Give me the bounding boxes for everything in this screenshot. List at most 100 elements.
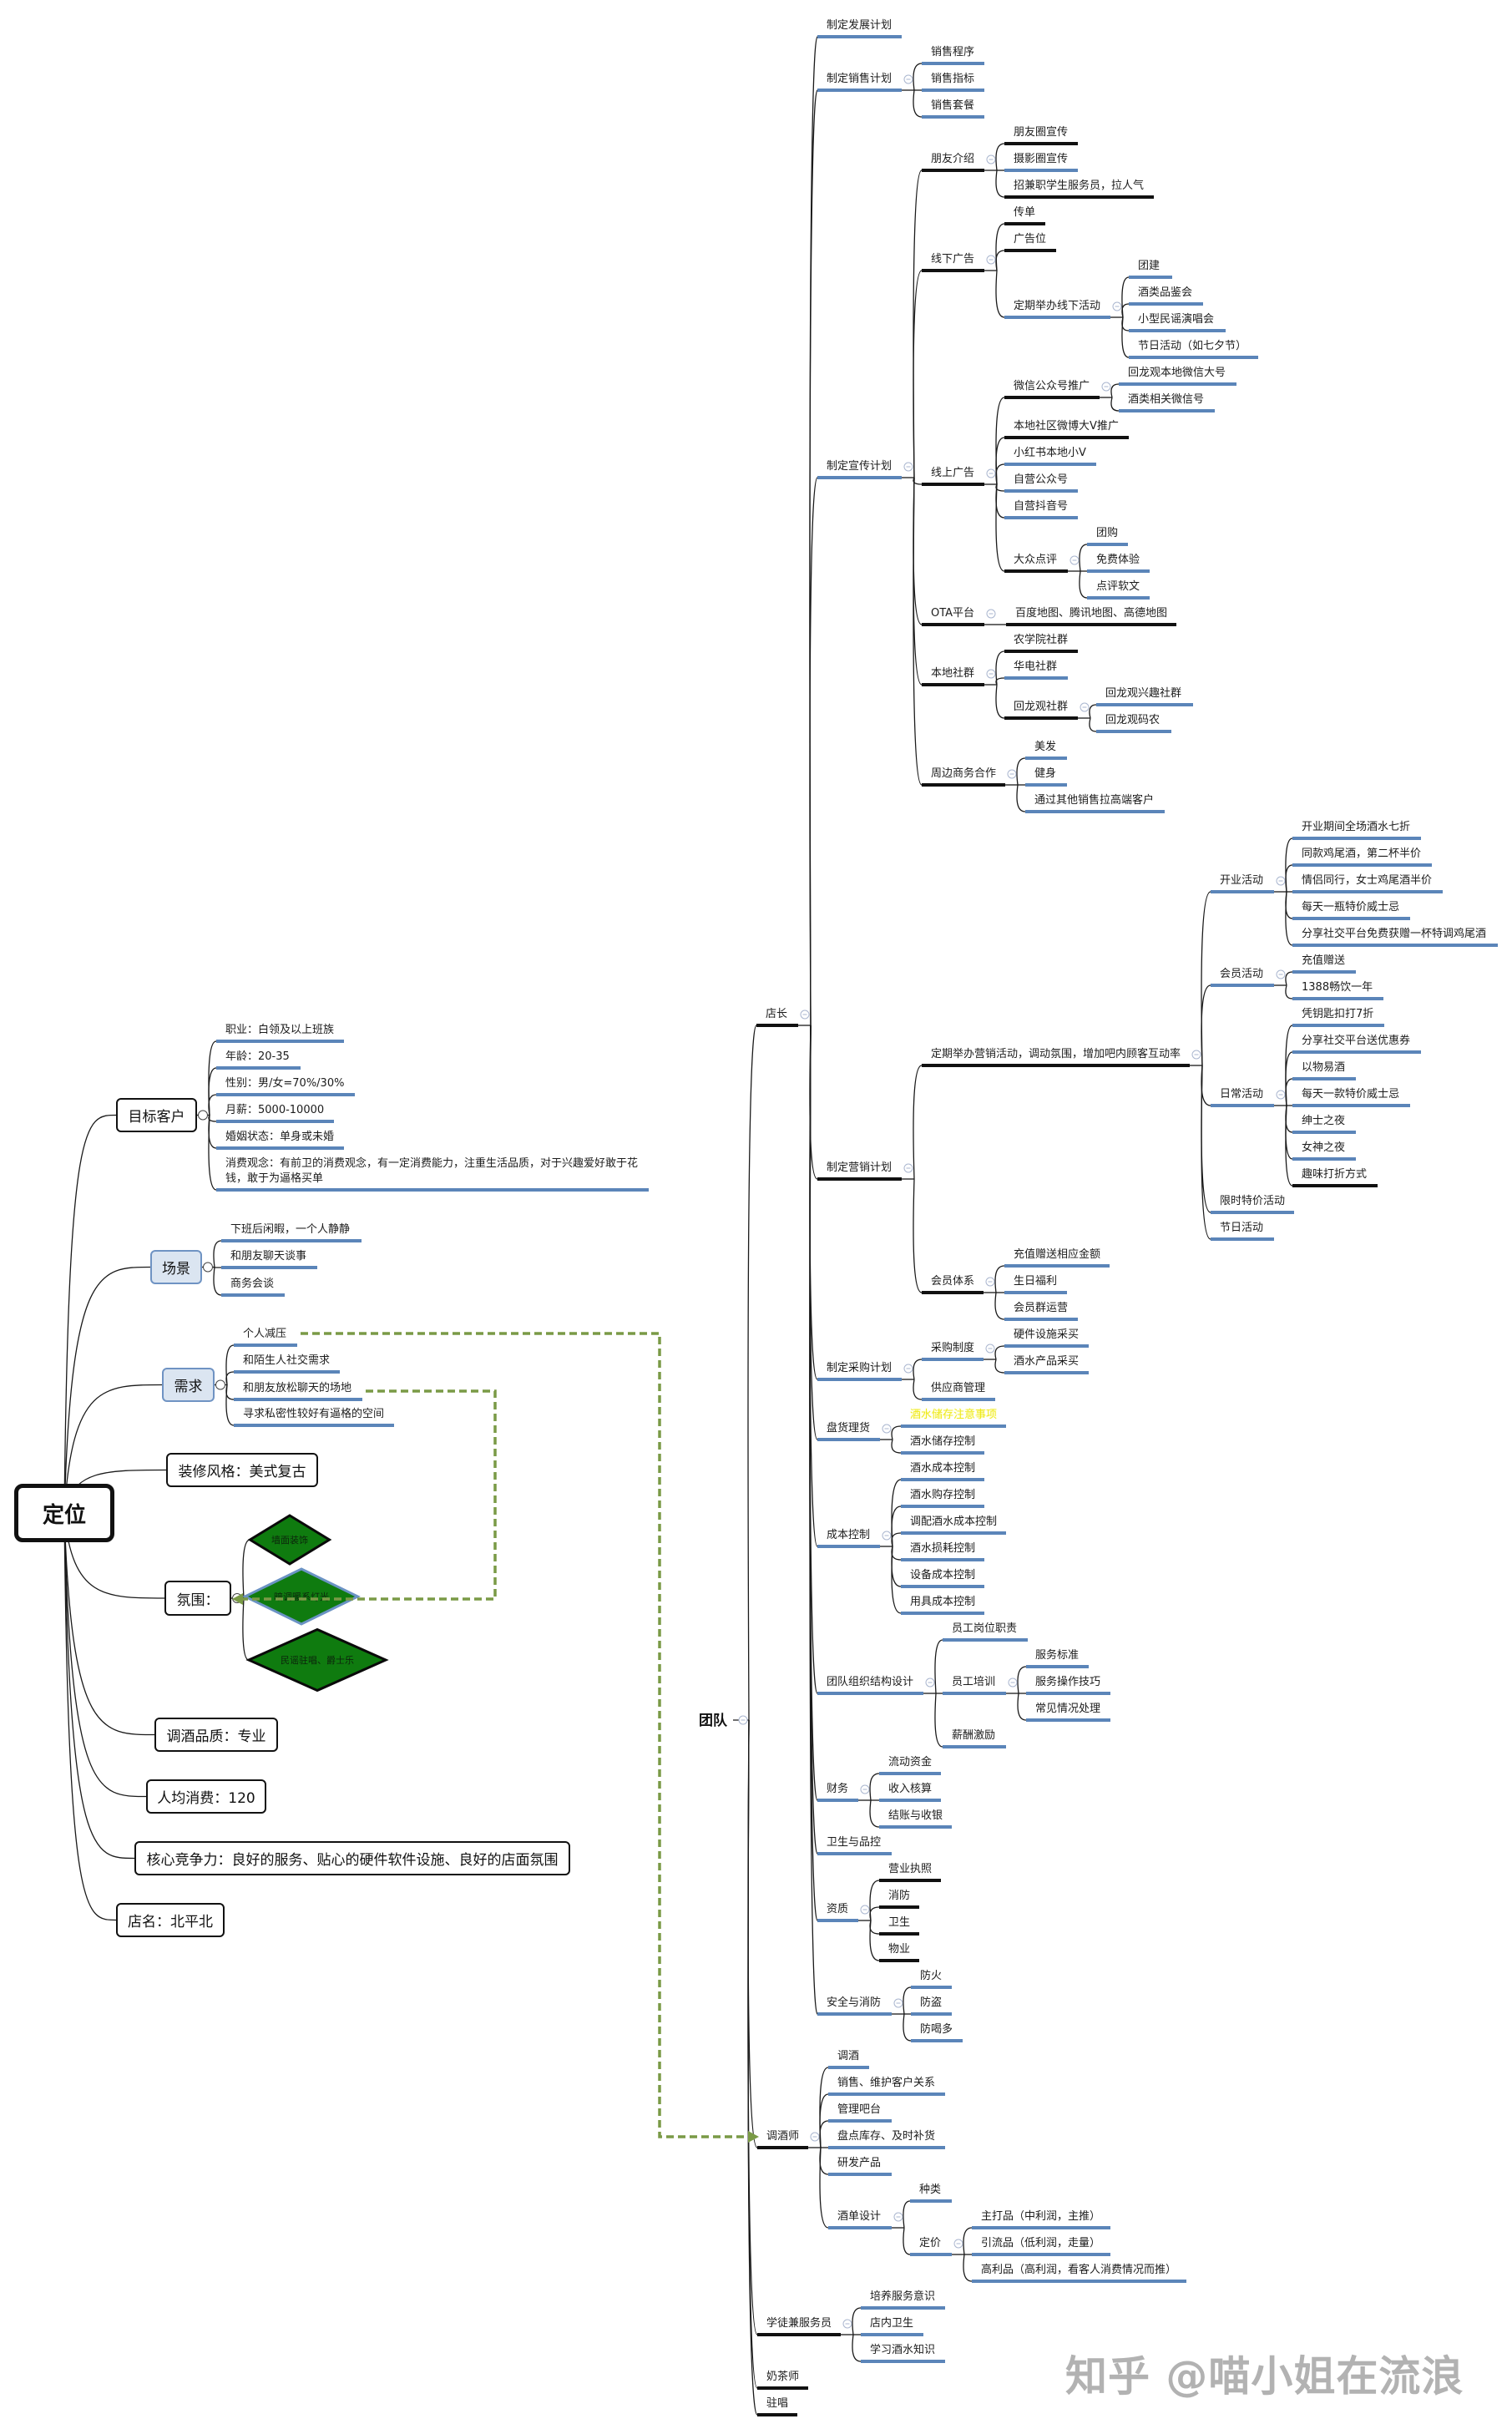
mindmap-topic[interactable]: 回龙观兴趣社群 — [1096, 685, 1193, 706]
collapse-icon[interactable] — [903, 74, 913, 84]
mindmap-topic[interactable]: 酒水损耗控制 — [901, 1540, 984, 1561]
mindmap-topic[interactable]: 员工岗位职责 — [943, 1620, 1028, 1642]
mindmap-topic[interactable]: 团购 — [1087, 524, 1128, 546]
mindmap-topic[interactable]: 免费体验 — [1087, 551, 1150, 573]
mindmap-topic[interactable]: 制定宣传计划 — [817, 458, 902, 479]
mindmap-topic[interactable]: 盘点库存、及时补货 — [828, 2128, 945, 2149]
collapse-icon[interactable] — [1080, 702, 1090, 712]
mindmap-topic[interactable]: 小红书本地小V — [1004, 444, 1096, 466]
collapse-icon-circle[interactable] — [198, 1110, 208, 1121]
mindmap-topic[interactable]: 销售指标 — [922, 70, 984, 92]
mindmap-topic[interactable]: 酒水产品采买 — [1004, 1353, 1089, 1374]
mindmap-topic[interactable]: 节日活动（如七夕节） — [1129, 337, 1258, 359]
mindmap-topic[interactable]: 供应商管理 — [922, 1379, 995, 1401]
mindmap-topic[interactable]: 制定采购计划 — [817, 1359, 902, 1381]
mindmap-topic[interactable]: 本地社区微博大V推广 — [1004, 417, 1129, 439]
mindmap-topic[interactable]: 和朋友聊天谈事 — [221, 1247, 317, 1269]
mindmap-topic[interactable]: 设备成本控制 — [901, 1566, 984, 1588]
collapse-icon[interactable] — [882, 1424, 892, 1434]
mindmap-topic[interactable]: 招兼职学生服务员，拉人气 — [1004, 177, 1154, 199]
mindmap-topic[interactable]: 资质 — [817, 1900, 858, 1922]
mindmap-topic[interactable]: 开业期间全场酒水七折 — [1292, 818, 1421, 840]
collapse-icon[interactable] — [1007, 769, 1017, 779]
mindmap-topic[interactable]: 以物易酒 — [1292, 1059, 1356, 1080]
mindmap-topic[interactable]: 性别：男/女=70%/30% — [216, 1075, 355, 1096]
collapse-icon[interactable] — [203, 1262, 213, 1273]
mindmap-topic[interactable]: 通过其他销售拉高端客户 — [1025, 792, 1165, 813]
mindmap-topic[interactable]: 酒水购存控制 — [901, 1486, 984, 1508]
mindmap-topic[interactable]: 调酒 — [828, 2047, 869, 2069]
mindmap-topic[interactable]: 服务操作技巧 — [1026, 1673, 1110, 1695]
central-topic[interactable]: 定位 — [14, 1484, 114, 1542]
collapse-icon[interactable] — [985, 1277, 995, 1287]
mindmap-topic[interactable]: 节日活动 — [1211, 1219, 1274, 1241]
mindmap-topic[interactable]: 财务 — [817, 1780, 858, 1802]
mindmap-topic[interactable]: 防火 — [911, 1967, 952, 1989]
mindmap-topic[interactable]: 回龙观本地微信大号 — [1119, 364, 1236, 386]
collapse-icon[interactable] — [986, 669, 996, 679]
mindmap-topic[interactable]: 同款鸡尾酒，第二杯半价 — [1292, 845, 1432, 867]
collapse-icon[interactable] — [1070, 555, 1080, 565]
mindmap-topic[interactable]: 防盗 — [911, 1994, 952, 2016]
mindmap-topic[interactable]: 自营公众号 — [1004, 471, 1078, 493]
mindmap-topic[interactable]: 店长 — [756, 1005, 798, 1027]
mindmap-topic[interactable]: 每天一款特价威士忌 — [1292, 1085, 1410, 1107]
mindmap-topic[interactable]: 点评软文 — [1087, 578, 1150, 600]
collapse-icon[interactable] — [810, 2132, 820, 2142]
mindmap-topic[interactable]: 年龄：20-35 — [216, 1048, 301, 1070]
branch-topic[interactable]: 核心竞争力：良好的服务、贴心的硬件软件设施、良好的店面氛围 — [134, 1841, 570, 1875]
mindmap-topic[interactable]: 会员群运营 — [1004, 1299, 1078, 1321]
collapse-icon[interactable] — [893, 1998, 903, 2008]
mindmap-topic[interactable]: 每天一瓶特价威士忌 — [1292, 898, 1410, 920]
mindmap-topic[interactable]: 常见情况处理 — [1026, 1700, 1110, 1722]
mindmap-topic[interactable]: 流动资金 — [879, 1753, 941, 1775]
collapse-icon[interactable] — [1112, 301, 1122, 311]
mindmap-topic[interactable]: 种类 — [910, 2181, 952, 2203]
mindmap-topic[interactable]: 会员活动 — [1211, 965, 1274, 987]
mindmap-topic[interactable]: 朋友圈宣传 — [1004, 124, 1078, 145]
mindmap-topic[interactable]: 本地社群 — [922, 665, 984, 686]
mindmap-topic[interactable]: 卫生与品控 — [817, 1834, 892, 1855]
branch-topic[interactable]: 氛围： — [164, 1581, 231, 1616]
mindmap-topic[interactable]: 收入核算 — [879, 1780, 941, 1802]
mindmap-topic[interactable]: 职业：白领及以上班族 — [216, 1021, 344, 1043]
mindmap-topic[interactable]: 充值赠送相应金额 — [1004, 1246, 1110, 1268]
mindmap-topic[interactable]: 自营抖音号 — [1004, 498, 1078, 519]
collapse-icon[interactable] — [842, 2319, 852, 2329]
mindmap-topic[interactable]: 酒单设计 — [828, 2208, 892, 2229]
mindmap-topic[interactable]: 大众点评 — [1004, 551, 1068, 573]
mindmap-topic[interactable]: 硬件设施采买 — [1004, 1326, 1089, 1348]
mindmap-topic[interactable]: 营业执照 — [879, 1860, 941, 1882]
mindmap-topic[interactable]: 消防 — [879, 1887, 919, 1909]
collapse-icon-circle[interactable] — [215, 1379, 225, 1390]
mindmap-topic[interactable]: 团队组织结构设计 — [817, 1673, 923, 1695]
mindmap-topic[interactable]: 主打品（中利润，主推） — [972, 2208, 1110, 2229]
collapse-icon[interactable] — [903, 1364, 913, 1374]
collapse-icon[interactable] — [215, 1379, 225, 1390]
collapse-icon[interactable] — [860, 1784, 870, 1794]
collapse-icon[interactable] — [1276, 876, 1286, 886]
mindmap-topic[interactable]: 日常活动 — [1211, 1085, 1274, 1107]
collapse-icon[interactable] — [986, 255, 996, 265]
branch-topic[interactable]: 店名：北平北 — [116, 1903, 225, 1937]
collapse-icon[interactable] — [986, 609, 996, 619]
mindmap-topic[interactable]: 和朋友放松聊天的场地 — [234, 1379, 362, 1401]
mindmap-topic[interactable]: 防喝多 — [911, 2021, 963, 2042]
mindmap-topic[interactable]: 月薪：5000-10000 — [216, 1101, 334, 1123]
collapse-icon[interactable] — [800, 1010, 810, 1020]
mindmap-topic[interactable]: 小型民谣演唱会 — [1129, 311, 1226, 332]
mindmap-topic[interactable]: 线下广告 — [922, 250, 984, 272]
branch-topic[interactable]: 调酒品质：专业 — [154, 1718, 278, 1752]
mindmap-topic[interactable]: 美发 — [1025, 738, 1067, 760]
mindmap-topic[interactable]: 定期举办营销活动，调动氛围，增加吧内顾客互动率 — [922, 1045, 1190, 1067]
mindmap-topic[interactable]: 制定销售计划 — [817, 70, 902, 92]
mindmap-topic[interactable]: 情侣同行，女士鸡尾酒半价 — [1292, 872, 1443, 893]
collapse-icon[interactable] — [893, 2212, 903, 2222]
collapse-icon[interactable] — [198, 1110, 208, 1121]
mindmap-topic[interactable]: 和陌生人社交需求 — [234, 1352, 340, 1374]
mindmap-topic[interactable]: 分享社交平台免费获赠一杯特调鸡尾酒 — [1292, 925, 1498, 947]
mindmap-topic[interactable]: 调配酒水成本控制 — [901, 1513, 1006, 1535]
mindmap-topic[interactable]: 调酒师 — [757, 2128, 808, 2149]
mindmap-topic[interactable]: 回龙观社群 — [1004, 698, 1078, 720]
mindmap-topic[interactable]: 酒类相关微信号 — [1119, 391, 1215, 412]
